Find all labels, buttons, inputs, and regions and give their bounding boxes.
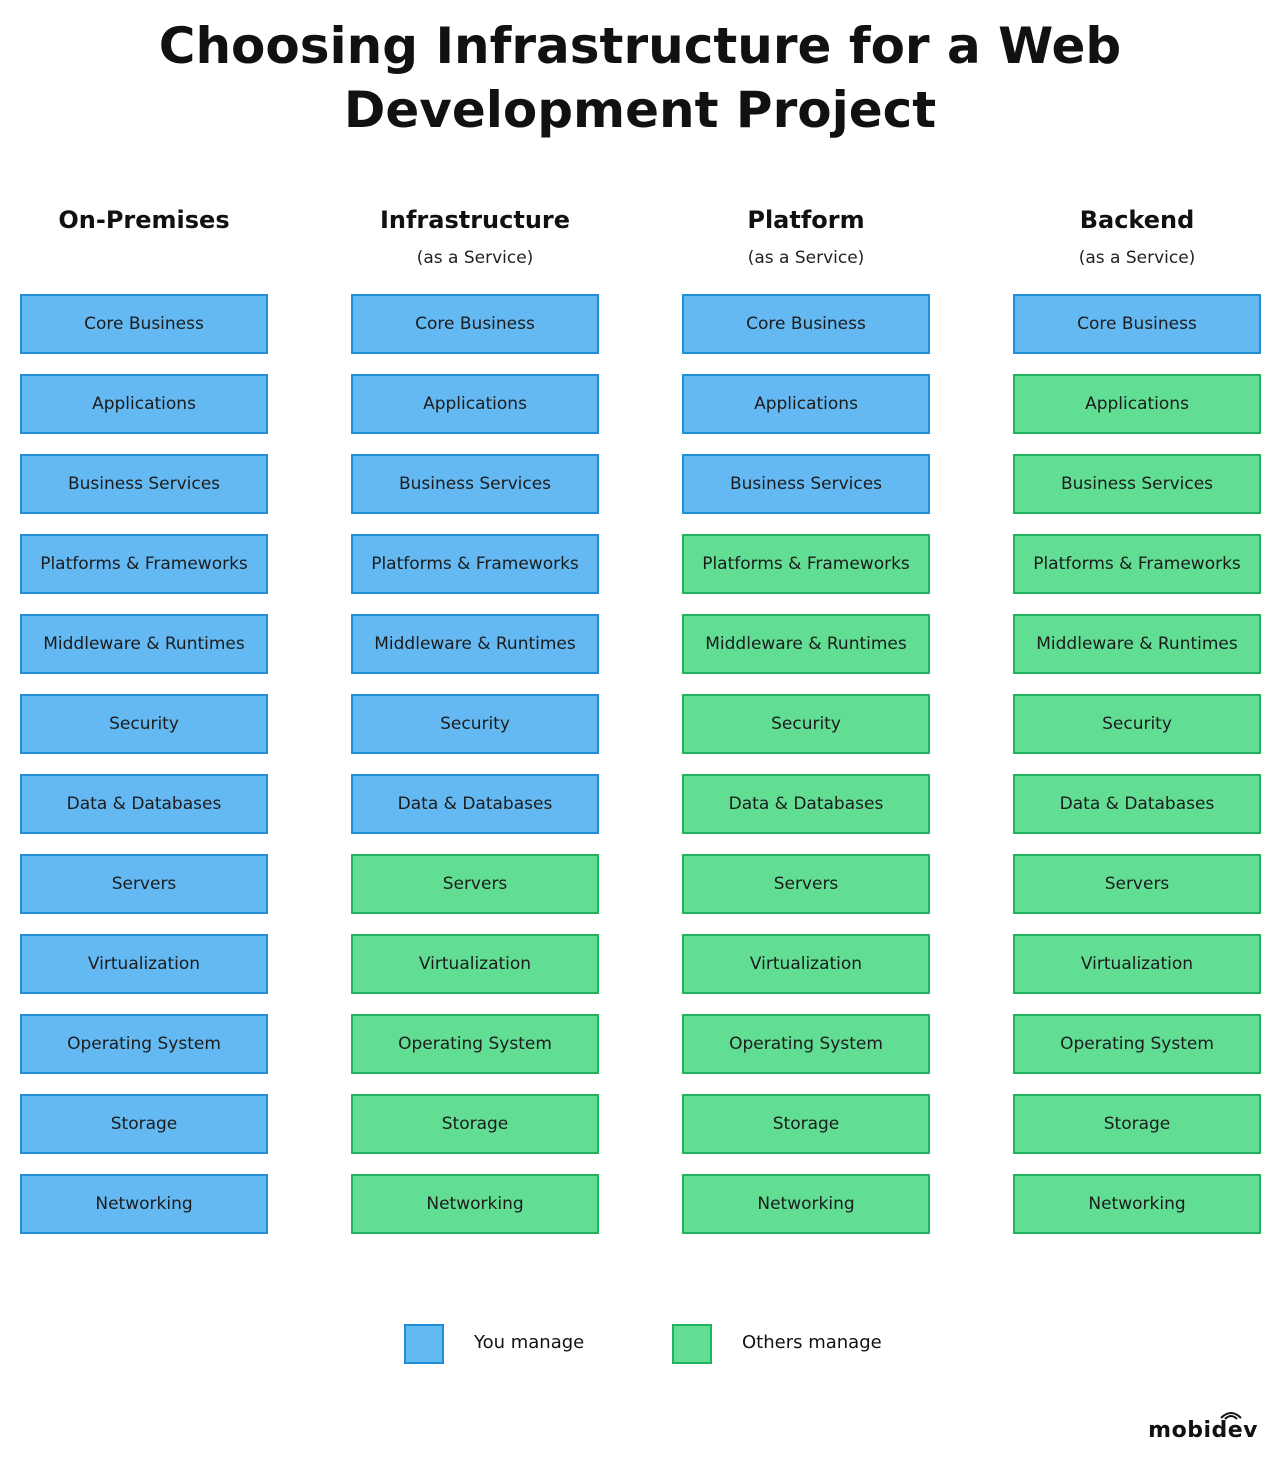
you-manage-swatch — [404, 1324, 444, 1364]
layer-box-you-manage: Middleware & Runtimes — [20, 614, 268, 674]
layer-box-others-manage: Security — [1013, 694, 1261, 754]
layer-box-others-manage: Middleware & Runtimes — [682, 614, 930, 674]
layer-box-you-manage: Data & Databases — [20, 774, 268, 834]
layer-box-others-manage: Operating System — [1013, 1014, 1261, 1074]
others-manage-swatch — [672, 1324, 712, 1364]
layer-box-you-manage: Storage — [20, 1094, 268, 1154]
layer-box-others-manage: Security — [682, 694, 930, 754]
layer-box-you-manage: Security — [20, 694, 268, 754]
layer-box-others-manage: Virtualization — [1013, 934, 1261, 994]
layer-box-you-manage: Servers — [20, 854, 268, 914]
column-subheading: (as a Service) — [747, 248, 865, 268]
layer-box-others-manage: Data & Databases — [1013, 774, 1261, 834]
layer-box-you-manage: Business Services — [351, 454, 599, 514]
stack-column: Infrastructure (as a Service) Core Busines… — [351, 0, 599, 1240]
layer-box-you-manage: Operating System — [20, 1014, 268, 1074]
layer-box-others-manage: Platforms & Frameworks — [682, 534, 930, 594]
layer-box-you-manage: Data & Databases — [351, 774, 599, 834]
column-subheading: (as a Service) — [416, 248, 534, 268]
layer-box-others-manage: Servers — [1013, 854, 1261, 914]
layer-box-you-manage: Middleware & Runtimes — [351, 614, 599, 674]
layer-box-you-manage: Platforms & Frameworks — [20, 534, 268, 594]
layer-box-others-manage: Operating System — [682, 1014, 930, 1074]
layer-box-others-manage: Virtualization — [351, 934, 599, 994]
layer-box-others-manage: Storage — [682, 1094, 930, 1154]
layer-box-others-manage: Data & Databases — [682, 774, 930, 834]
title-line-2: Development Project — [343, 81, 937, 139]
layer-box-you-manage: Business Services — [682, 454, 930, 514]
layer-box-others-manage: Networking — [351, 1174, 599, 1234]
layer-box-others-manage: Platforms & Frameworks — [1013, 534, 1261, 594]
layer-box-you-manage: Applications — [20, 374, 268, 434]
mobidev-logo: mobidev — [1148, 1418, 1258, 1443]
wifi-signal-icon — [1220, 1412, 1242, 1420]
layer-box-others-manage: Servers — [682, 854, 930, 914]
layer-box-you-manage: Core Business — [682, 294, 930, 354]
page-title: Choosing Infrastructure for a Web Develo… — [0, 14, 1280, 142]
layer-box-others-manage: Virtualization — [682, 934, 930, 994]
layer-box-you-manage: Applications — [682, 374, 930, 434]
layer-box-you-manage: Core Business — [351, 294, 599, 354]
layer-box-others-manage: Operating System — [351, 1014, 599, 1074]
title-line-1: Choosing Infrastructure for a Web — [158, 17, 1122, 75]
layer-box-you-manage: Networking — [20, 1174, 268, 1234]
layer-box-others-manage: Networking — [1013, 1174, 1261, 1234]
layer-box-others-manage: Servers — [351, 854, 599, 914]
column-subheading: (as a Service) — [1078, 248, 1196, 268]
layer-box-others-manage: Applications — [1013, 374, 1261, 434]
layer-box-you-manage: Core Business — [20, 294, 268, 354]
layer-box-you-manage: Platforms & Frameworks — [351, 534, 599, 594]
column-heading: Infrastructure — [379, 206, 571, 234]
layer-box-others-manage: Middleware & Runtimes — [1013, 614, 1261, 674]
column-heading: Backend — [1079, 206, 1195, 234]
others-manage-label: Others manage — [742, 1332, 882, 1353]
layer-box-you-manage: Business Services — [20, 454, 268, 514]
you-manage-label: You manage — [474, 1332, 585, 1353]
layer-box-others-manage: Business Services — [1013, 454, 1261, 514]
layer-box-others-manage: Storage — [351, 1094, 599, 1154]
layer-box-you-manage: Applications — [351, 374, 599, 434]
layer-box-you-manage: Virtualization — [20, 934, 268, 994]
layer-box-others-manage: Storage — [1013, 1094, 1261, 1154]
column-heading: On-Premises — [58, 206, 230, 234]
layer-box-you-manage: Core Business — [1013, 294, 1261, 354]
column-heading: Platform — [747, 206, 865, 234]
layer-box-others-manage: Networking — [682, 1174, 930, 1234]
layer-box-you-manage: Security — [351, 694, 599, 754]
